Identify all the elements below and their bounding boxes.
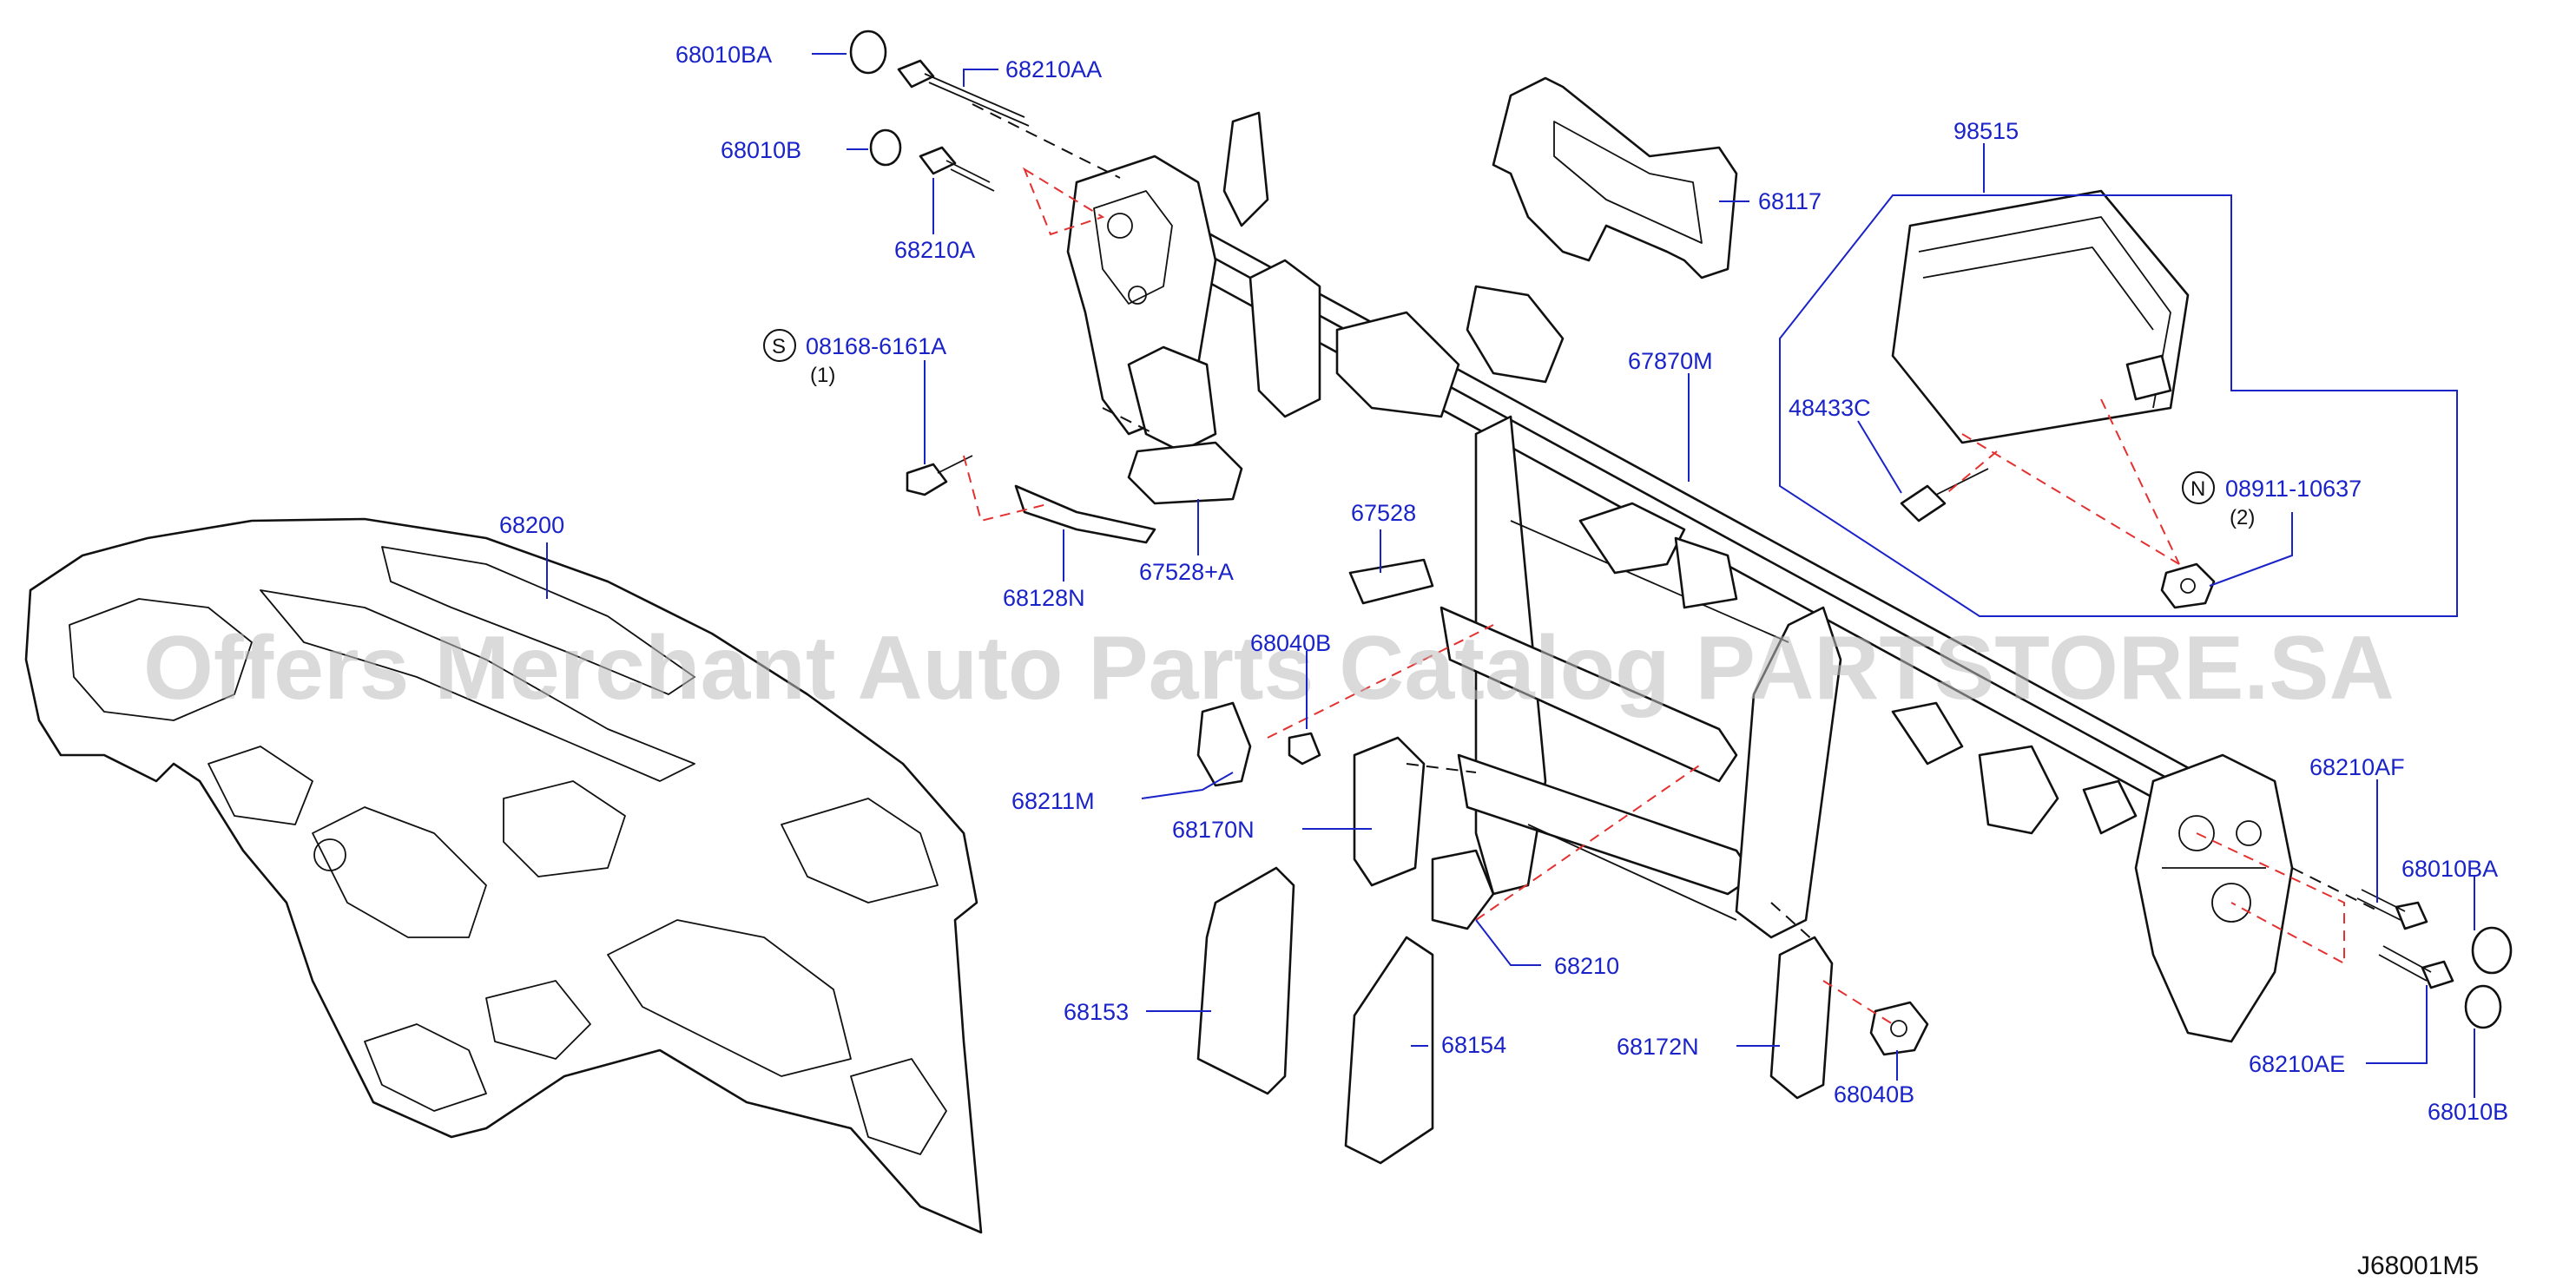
callout-08911-qty: (2) (2230, 506, 2255, 529)
callout-48433C[interactable]: 48433C (1789, 395, 1871, 421)
callout-67528A[interactable]: 67528+A (1139, 559, 1234, 585)
cap-68010B-top[interactable] (869, 128, 902, 167)
callout-68210[interactable]: 68210 (1554, 953, 1619, 979)
callout-68128N[interactable]: 68128N (1003, 585, 1085, 611)
callout-68010BA-right[interactable]: 68010BA (2401, 856, 2498, 882)
bracket-68154[interactable] (1344, 936, 1434, 1165)
bolt-68210AE[interactable] (2378, 945, 2454, 989)
clip-68211M[interactable] (1196, 701, 1252, 787)
cap-68010B-right[interactable] (2464, 984, 2502, 1029)
module-98515[interactable] (1891, 189, 2190, 444)
bracket-68170N[interactable] (1353, 736, 1426, 887)
bracket-67528A[interactable] (1127, 441, 1243, 505)
callout-68210AA[interactable]: 68210AA (1005, 56, 1102, 82)
connector-68210[interactable] (1431, 849, 1495, 930)
callout-68210A[interactable]: 68210A (894, 237, 975, 263)
s-symbol-circle (763, 329, 796, 362)
nut-68040B-upper[interactable] (1288, 732, 1321, 766)
nut-68040B[interactable] (1869, 1001, 1929, 1056)
callout-98515[interactable]: 98515 (1953, 118, 2019, 144)
bolt-68210A[interactable] (919, 146, 995, 192)
callout-68040B-partial[interactable]: 68040B (1250, 630, 1331, 656)
callout-68010BA-top[interactable]: 68010BA (675, 42, 772, 68)
callout-68154[interactable]: 68154 (1441, 1032, 1506, 1058)
callout-68010B-right[interactable]: 68010B (2428, 1099, 2508, 1125)
callout-68172N[interactable]: 68172N (1617, 1034, 1699, 1060)
n-symbol: N (2191, 477, 2205, 501)
cap-68010BA-right[interactable] (2471, 926, 2513, 975)
bolt-68210AF[interactable] (2356, 889, 2428, 930)
callout-67528[interactable]: 67528 (1351, 500, 1416, 526)
bracket-68153[interactable] (1196, 866, 1295, 1095)
callout-68117[interactable]: 68117 (1758, 188, 1822, 214)
bolt-48433C[interactable] (1900, 468, 1989, 522)
bracket-68128N[interactable] (1014, 484, 1156, 544)
callout-labels: 68010BA 68210AA 68010B 68210A S 08168-61… (499, 42, 2508, 1125)
part-67528[interactable] (1348, 558, 1434, 605)
bracket-68117[interactable] (1492, 76, 1738, 279)
callout-68010B-top[interactable]: 68010B (721, 137, 801, 163)
n-symbol-circle (2182, 471, 2215, 504)
bolt-68210AA[interactable] (897, 59, 1030, 127)
screw-08168-6161A[interactable] (906, 455, 973, 496)
callout-67870M[interactable]: 67870M (1628, 348, 1713, 374)
bracket-68172N[interactable] (1769, 936, 1834, 1100)
callout-08911-10637[interactable]: 08911-10637 (2225, 476, 2362, 502)
instrument-panel-68200[interactable] (24, 517, 983, 1234)
callout-68210AF[interactable]: 68210AF (2309, 754, 2405, 780)
callout-68040B[interactable]: 68040B (1834, 1081, 1914, 1107)
nut-08911-10637[interactable] (2160, 562, 2216, 609)
callout-68170N[interactable]: 68170N (1172, 817, 1255, 843)
diagram-code: J68001M5 (2357, 1252, 2479, 1280)
cap-68010BA-top[interactable] (849, 30, 887, 75)
s-symbol: S (772, 335, 786, 358)
callout-68211M[interactable]: 68211M (1011, 788, 1095, 814)
callout-68200[interactable]: 68200 (499, 512, 564, 538)
callout-08168-6161A[interactable]: 08168-6161A (806, 333, 946, 359)
steering-member-67870M[interactable] (1066, 111, 2294, 1043)
fastener-lines (963, 103, 2380, 1025)
callout-68153[interactable]: 68153 (1064, 999, 1129, 1025)
group-box-98515 (1779, 194, 2458, 617)
leader-lines (546, 53, 2475, 1098)
callout-08168-qty: (1) (810, 364, 835, 387)
watermark: Offers Merchant Auto Parts Catalog PARTS… (143, 618, 2395, 719)
callout-68210AE[interactable]: 68210AE (2249, 1051, 2345, 1077)
